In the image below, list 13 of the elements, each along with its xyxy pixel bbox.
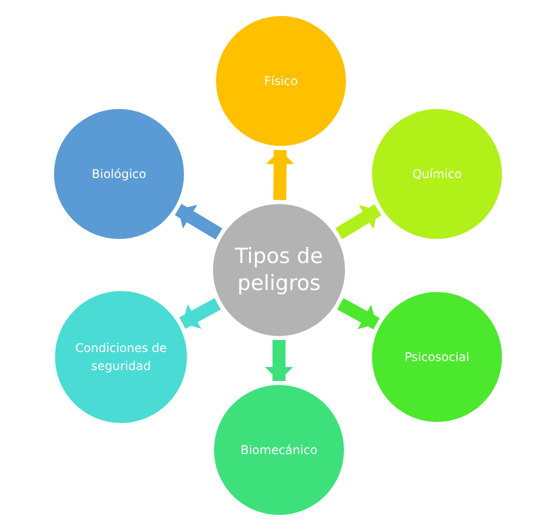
category-label: Químico: [412, 166, 462, 183]
block-arrow: [174, 204, 222, 240]
block-arrow: [179, 298, 221, 329]
block-arrow: [337, 298, 380, 330]
category-label: Físico: [264, 73, 298, 90]
center-title: Tipos de peligros: [234, 242, 324, 297]
block-arrow: [265, 340, 293, 381]
category-label: Condiciones de seguridad: [74, 340, 168, 375]
block-arrow: [266, 150, 294, 200]
category-label: Psicosocial: [404, 349, 470, 366]
category-label: Biológico: [92, 166, 146, 183]
category-label: Biomecánico: [240, 442, 318, 459]
block-arrow: [335, 204, 382, 240]
